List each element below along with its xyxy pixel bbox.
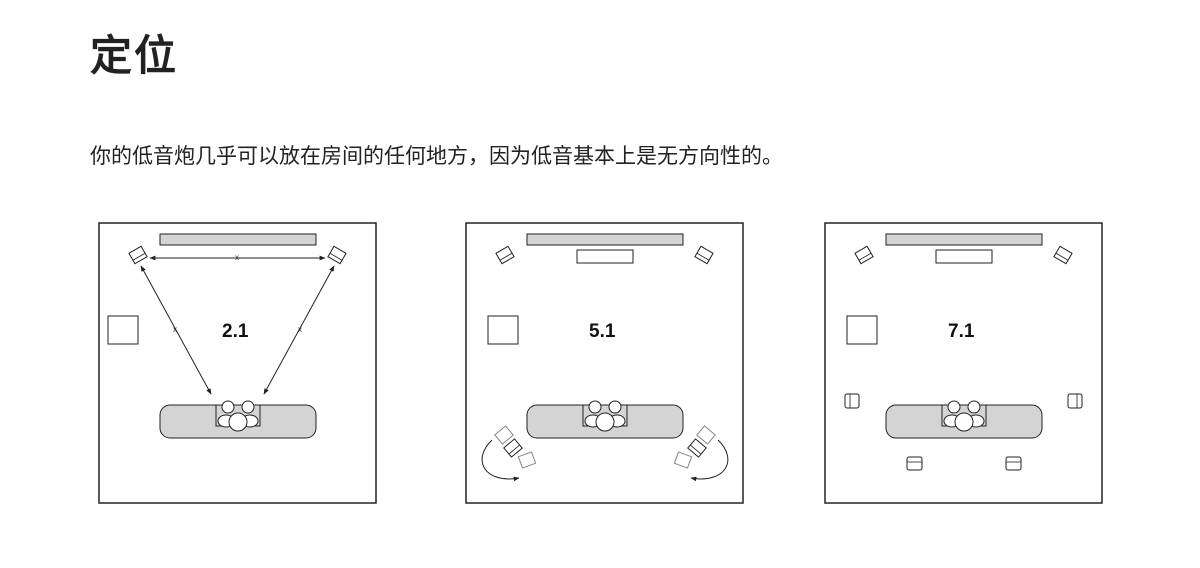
surround-back-right-speaker (1005, 456, 1022, 471)
subwoofer (846, 315, 878, 345)
page-title: 定位 (90, 31, 179, 80)
system-label: 2.1 (222, 321, 249, 342)
tv-screen (885, 233, 1043, 246)
diagram-2-1-svg: x x x 2.1 (98, 222, 377, 504)
sofa-with-listener (885, 400, 1043, 439)
surround-back-left-speaker (906, 456, 923, 471)
center-speaker (576, 249, 634, 264)
front-left-speaker (128, 245, 148, 265)
front-right-speaker (694, 245, 714, 265)
dimension-mark-right: x (298, 325, 302, 334)
diagram-5-1-svg: 5.1 (465, 222, 744, 504)
left-distance-arrow (140, 265, 212, 395)
diagram-5-1: 5.1 (465, 222, 745, 505)
subwoofer (107, 315, 139, 345)
diagram-2-1: x x x 2.1 (98, 222, 378, 505)
surround-right-speaker (1067, 393, 1083, 409)
surround-right-range-arrow (690, 439, 729, 482)
sofa-with-listener (526, 400, 684, 439)
front-right-speaker (1053, 245, 1073, 265)
tv-screen (526, 233, 684, 246)
sofa-with-listener (159, 400, 317, 439)
intro-text: 你的低音炮几乎可以放在房间的任何地方，因为低音基本上是无方向性的。 (90, 144, 783, 168)
surround-left-speaker (844, 393, 860, 409)
front-left-speaker (854, 245, 874, 265)
front-left-speaker (495, 245, 515, 265)
surround-left-speaker-options (481, 425, 537, 482)
surround-left-range-arrow (481, 439, 520, 482)
room-outline (98, 222, 377, 504)
room-outline (824, 222, 1103, 504)
tv-screen (159, 233, 317, 246)
dimension-mark-left: x (173, 325, 177, 334)
system-label: 7.1 (948, 321, 975, 342)
right-distance-arrow (263, 265, 335, 395)
front-right-speaker (327, 245, 347, 265)
dimension-mark-front: x (235, 253, 239, 262)
surround-right-speaker-options (673, 425, 729, 482)
diagram-7-1-svg: 7.1 (824, 222, 1103, 504)
system-label: 5.1 (589, 321, 616, 342)
room-outline (465, 222, 744, 504)
subwoofer (487, 315, 519, 345)
center-speaker (935, 249, 993, 264)
diagram-7-1: 7.1 (824, 222, 1104, 505)
